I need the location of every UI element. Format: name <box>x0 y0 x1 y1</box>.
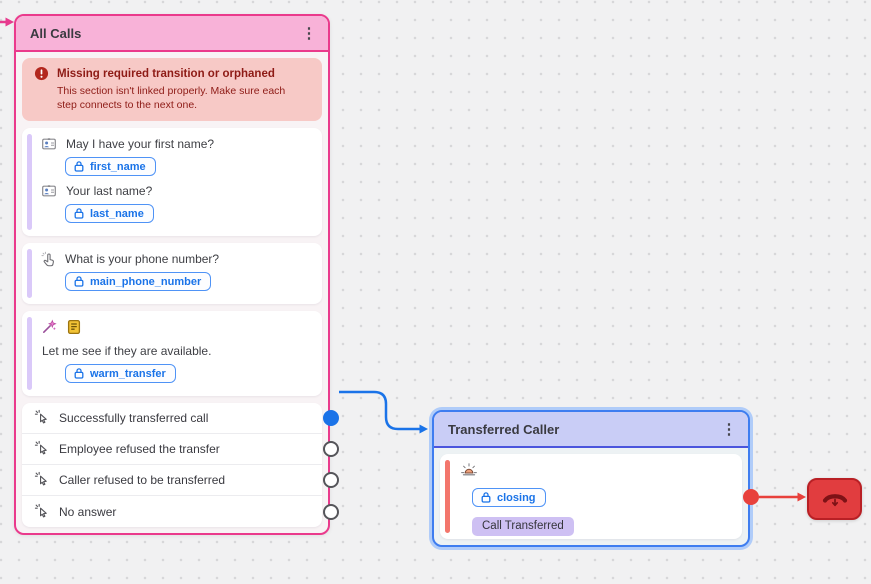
step-accent-bar <box>27 317 32 390</box>
id-card-icon <box>41 136 57 152</box>
kebab-menu-icon[interactable]: ⋮ <box>301 25 317 42</box>
step-accent-bar <box>27 249 32 298</box>
all-calls-body: Missing required transition or orphaned … <box>16 52 339 533</box>
kebab-menu-icon[interactable]: ⋮ <box>721 421 737 438</box>
hang-up-phone-icon <box>822 494 847 507</box>
call-transferred-badge[interactable]: Call Transferred <box>472 517 574 536</box>
all-calls-title: All Calls <box>30 25 82 41</box>
port-transition-no-answer[interactable] <box>323 503 339 520</box>
question-first-name: May I have your first name? <box>66 136 215 151</box>
step-card-name[interactable]: May I have your first name? first_name <box>22 128 322 236</box>
transition-row-caller-refused[interactable]: Caller refused to be transferred <box>22 465 339 496</box>
edge-transfer-success <box>339 390 428 434</box>
port-transition-success[interactable] <box>323 410 339 426</box>
tap-input-icon <box>41 251 56 267</box>
transition-row-success[interactable]: Successfully transferred call <box>22 403 339 434</box>
lock-icon <box>74 368 84 379</box>
transition-row-employee-refused[interactable]: Employee refused the transfer <box>22 434 339 465</box>
magic-wand-icon <box>41 319 57 340</box>
closing-step-card[interactable]: closing Call Transferred <box>440 454 759 539</box>
note-icon <box>67 319 81 340</box>
node-all-calls[interactable]: All Calls ⋮ Missing required transition … <box>14 14 339 535</box>
transferred-caller-header[interactable]: Transferred Caller ⋮ <box>434 412 748 448</box>
call-end-node[interactable] <box>807 478 862 520</box>
warning-description: This section isn't linked properly. Make… <box>57 85 286 111</box>
transitions-list: Successfully transferred call Employee r… <box>22 403 339 527</box>
click-transition-icon <box>34 440 49 458</box>
lock-icon <box>481 492 491 503</box>
transfer-message: Let me see if they are available. <box>42 344 212 358</box>
click-transition-icon <box>34 409 49 427</box>
port-transition-employee-refused[interactable] <box>323 441 339 457</box>
node-transferred-caller[interactable]: Transferred Caller ⋮ <box>432 410 759 547</box>
warning-banner: Missing required transition or orphaned … <box>22 58 322 121</box>
warning-title: Missing required transition or orphaned <box>57 67 275 80</box>
transition-row-no-answer[interactable]: No answer <box>22 496 339 527</box>
sunset-closing-icon <box>460 463 478 482</box>
port-transition-caller-refused[interactable] <box>323 472 339 488</box>
step-card-phone[interactable]: What is your phone number? main_phone_nu… <box>22 243 322 304</box>
step-card-transfer[interactable]: Let me see if they are available. warm_t… <box>22 311 322 396</box>
step-accent-bar <box>27 134 32 230</box>
variable-chip-phone[interactable]: main_phone_number <box>65 272 212 291</box>
lock-icon <box>74 276 84 287</box>
variable-chip-warm-transfer[interactable]: warm_transfer <box>65 364 176 383</box>
id-card-icon <box>41 183 57 199</box>
all-calls-header[interactable]: All Calls ⋮ <box>16 16 328 52</box>
lock-icon <box>74 208 84 219</box>
click-transition-icon <box>34 471 49 489</box>
transferred-caller-title: Transferred Caller <box>448 421 560 437</box>
question-last-name: Your last name? <box>66 183 153 198</box>
error-icon <box>34 66 49 81</box>
lock-icon <box>74 161 84 172</box>
variable-chip-last-name[interactable]: last_name <box>65 204 154 223</box>
question-phone-number: What is your phone number? <box>65 251 220 266</box>
step-accent-bar <box>445 460 450 533</box>
click-transition-icon <box>34 503 49 521</box>
variable-chip-closing[interactable]: closing <box>472 488 546 507</box>
port-transferred-caller-out[interactable] <box>743 488 759 505</box>
variable-chip-first-name[interactable]: first_name <box>65 157 156 176</box>
